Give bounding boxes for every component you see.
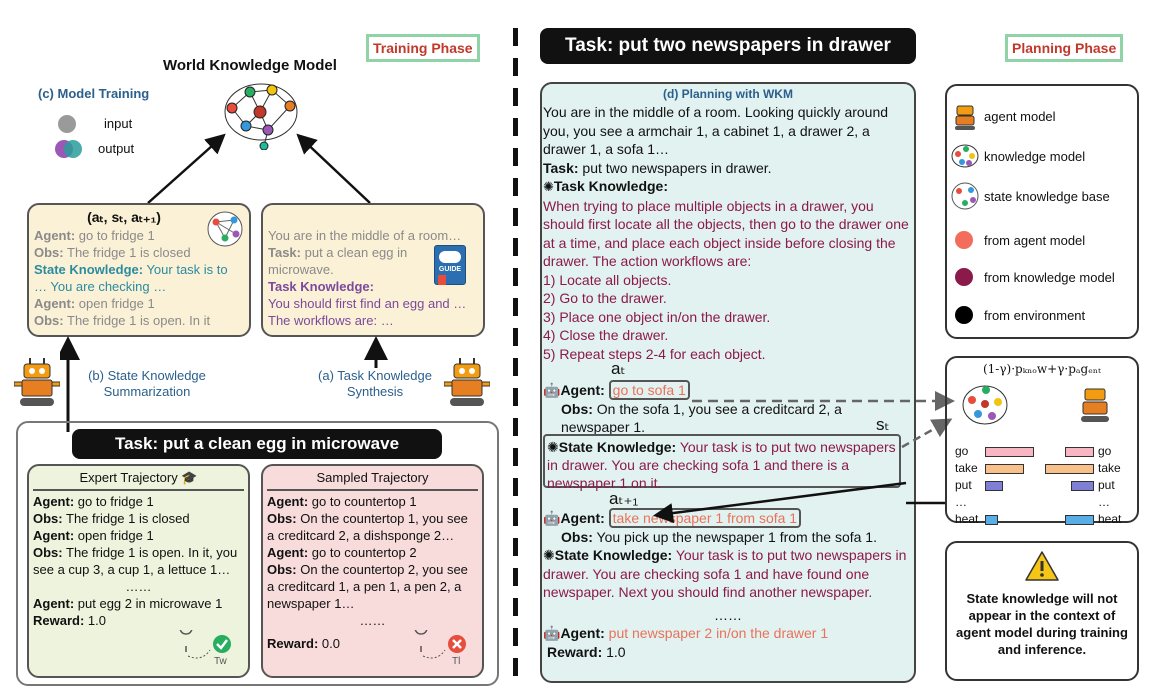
step-t1-block: 🤖Agent: take newspaper 1 from sofa 1 Obs… <box>543 508 907 660</box>
agent-prob-bar <box>1065 447 1094 457</box>
knowledge-prob-bar <box>985 515 998 525</box>
planning-title: (d) Planning with WKM <box>663 87 793 101</box>
success-check-icon <box>179 630 231 659</box>
brain-network-icon <box>224 83 298 150</box>
knowledge-model-small-icon <box>962 385 1008 425</box>
agent-prob-bar <box>1045 464 1094 474</box>
output-dot-icon-2 <box>64 140 82 158</box>
state-knowledge-base-icon <box>207 211 243 247</box>
agent-prob-bar <box>1071 481 1094 491</box>
state-knowledge-training-box: (aₜ, sₜ, aₜ₊₁) Agent: go to fridge 1 Obs… <box>27 203 251 337</box>
from-knowledge-dot-icon <box>955 268 973 286</box>
fail-x-icon <box>414 630 466 659</box>
knowledge-prob-bar <box>985 447 1034 457</box>
input-legend-label: input <box>104 116 133 131</box>
phase-divider <box>513 28 518 688</box>
summarization-arrows <box>60 336 388 432</box>
intro-text: You are in the middle of a room. Looking… <box>543 104 889 157</box>
state-kb-icon <box>951 182 979 210</box>
trajectory-line: Agent: go to countertop 1 <box>267 494 417 509</box>
trajectory-line: Obs: On the countertop 2, you see a cred… <box>267 562 468 611</box>
from-agent-dot-icon <box>955 231 973 249</box>
action-label-right: put <box>1098 478 1115 492</box>
output-legend-label: output <box>98 141 135 156</box>
step-t-block: 🤖Agent: go to sofa 1 Obs: On the sofa 1,… <box>543 380 842 435</box>
workflow-step: 1) Locate all objects. <box>543 271 672 288</box>
guide-book-icon: GUIDE <box>434 245 466 285</box>
tuple-label: (aₜ, sₜ, aₜ₊₁) <box>87 209 161 225</box>
probability-box <box>945 356 1139 523</box>
trajectory-line: Agent: go to fridge 1 <box>33 494 154 509</box>
wkm-title: World Knowledge Model <box>163 57 337 74</box>
agent-model-icon <box>955 105 975 130</box>
s-t-label: sₜ <box>876 415 890 434</box>
action-label-left: take <box>955 461 978 475</box>
warning-text: State knowledge will not appear in the c… <box>956 591 1128 657</box>
legend-agent-model: agent model <box>984 109 1056 124</box>
training-arrows <box>147 133 371 204</box>
agent-model-small-icon <box>1081 388 1109 422</box>
from-env-dot-icon <box>955 306 973 324</box>
training-phase-label: Training Phase <box>366 34 480 62</box>
trajectory-container <box>16 421 499 686</box>
workflow-step: 2) Go to the drawer. <box>543 290 667 306</box>
trajectory-line: Obs: On the countertop 1, you see a cred… <box>267 511 468 543</box>
agent-robot-icon-right <box>444 358 490 406</box>
tw-label: Tw <box>214 656 227 667</box>
warning-icon <box>1025 551 1059 581</box>
legend-state-kb: state knowledge base <box>984 189 1110 204</box>
knowledge-model-icon <box>951 144 979 168</box>
state-summarization-label: (b) State Knowledge Summarization <box>88 368 206 399</box>
expert-trajectory-box: Expert Trajectory 🎓 Agent: go to fridge … <box>27 464 250 678</box>
workflow-step: 3) Place one object in/on the drawer. <box>543 308 771 325</box>
probability-formula: (1-γ)·pₖₙₒw+γ·pₐgₑₙₜ <box>982 362 1101 376</box>
a-t1-label: aₜ₊₁ <box>609 489 639 508</box>
trajectory-line: Agent: open fridge 1 <box>33 528 154 543</box>
model-training-label: (c) Model Training <box>38 86 150 101</box>
action-label-right: heat <box>1098 512 1122 526</box>
legend-from-env: from environment <box>984 308 1086 323</box>
task-synthesis-label: (a) Task Knowledge Synthesis <box>318 368 432 399</box>
legend-from-agent: from agent model <box>984 233 1086 248</box>
action-label-left: go <box>955 444 969 458</box>
trajectory-line: Agent: go to countertop 2 <box>267 545 417 560</box>
flow-arrows <box>653 391 955 523</box>
workflow-step: 4) Close the drawer. <box>543 327 669 343</box>
trajectory-line: Obs: The fridge 1 is open. In it, you se… <box>33 545 238 577</box>
warning-box <box>945 541 1139 681</box>
sampled-trajectory-box: Sampled Trajectory Agent: go to countert… <box>261 464 484 678</box>
action-label-right: go <box>1098 444 1112 458</box>
a-t-label: aₜ <box>611 359 626 378</box>
legend-from-knowledge: from knowledge model <box>984 270 1115 285</box>
legend-box <box>945 84 1139 339</box>
planning-phase-label: Planning Phase <box>1005 34 1124 62</box>
trajectory-line: Obs: The fridge 1 is closed <box>33 511 190 526</box>
planning-panel <box>540 82 916 683</box>
sampled-trajectory-title: Sampled Trajectory <box>267 466 478 491</box>
tl-label: Tl <box>452 656 461 667</box>
legend-knowledge-model: knowledge model <box>984 149 1086 164</box>
right-task-banner: Task: put two newspapers in drawer <box>540 28 916 64</box>
input-dot-icon <box>58 115 76 133</box>
action-label-left: heat <box>955 512 979 526</box>
knowledge-prob-bar <box>985 481 1003 491</box>
knowledge-prob-bar <box>985 464 1024 474</box>
agent-prob-bar <box>1065 515 1094 525</box>
task-knowledge-text: When trying to place multiple objects in… <box>543 197 909 270</box>
planning-content: You are in the middle of a room. Looking… <box>543 103 913 363</box>
workflow-step: 5) Repeat steps 2-4 for each object. <box>543 345 766 362</box>
action-label-left: put <box>955 478 972 492</box>
expert-trajectory-title: Expert Trajectory 🎓 <box>33 466 244 491</box>
agent-robot-icon <box>14 358 60 406</box>
action-label-right: take <box>1098 461 1121 475</box>
left-task-banner: Task: put a clean egg in microwave <box>72 429 442 459</box>
state-knowledge-t-box: ✺State Knowledge: Your task is to put tw… <box>543 434 901 491</box>
action-label-right: … <box>1098 495 1110 509</box>
action-label-left: … <box>955 495 967 509</box>
